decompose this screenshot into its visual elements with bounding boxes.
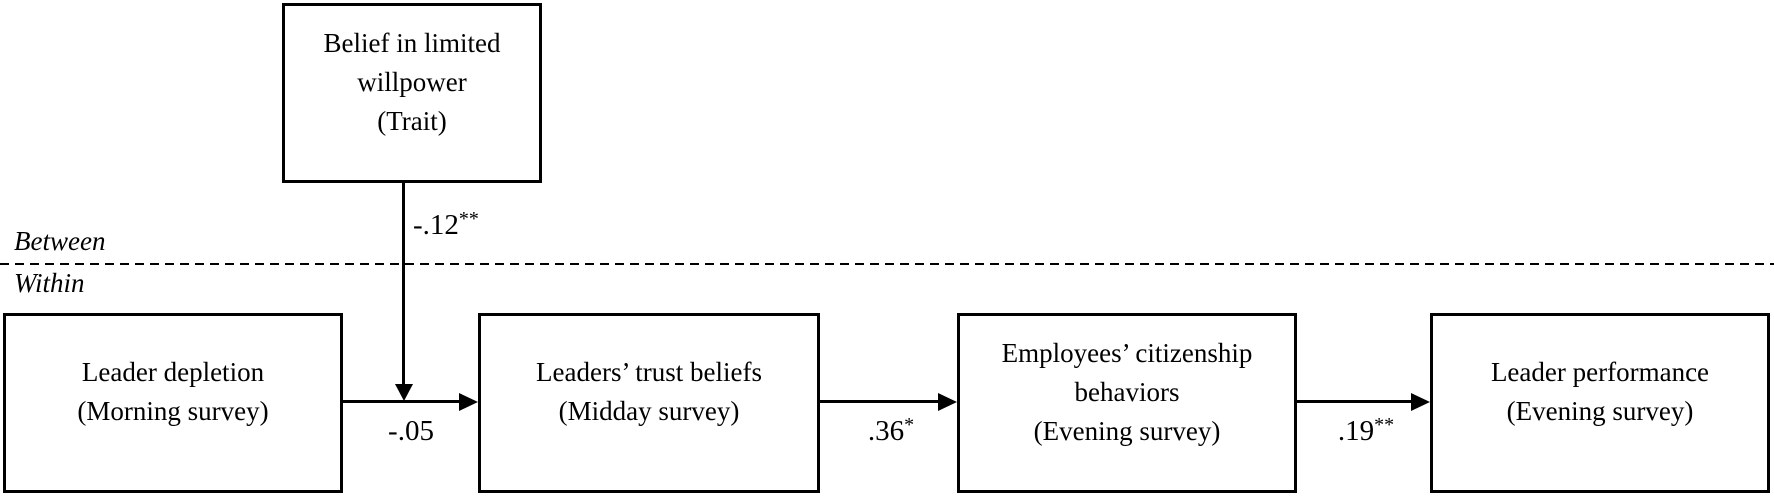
mediator2-box-label-line3: (Evening survey)	[1033, 415, 1221, 446]
path1-arrow-line	[343, 400, 461, 403]
moderation-significance-stars: **	[458, 208, 479, 230]
path3-arrow-line	[1297, 400, 1413, 403]
moderation-arrow-line	[402, 183, 405, 384]
path3-coefficient-label: .19**	[1337, 414, 1395, 447]
outcome-box-label-line1: Leader performance	[1490, 357, 1710, 387]
mediator-box-employees-citizenship-behaviors: Employees’ citizenship behaviors (Evenin…	[957, 313, 1297, 493]
mediator1-box-label-line1: Leaders’ trust beliefs	[536, 357, 762, 387]
moderation-coefficient-label: -.12**	[413, 208, 479, 241]
predictor-box-leader-depletion: Leader depletion (Morning survey)	[3, 313, 343, 493]
moderation-coefficient-value: -.12	[413, 209, 459, 241]
mediator2-box-label-line1: Employees’ citizenship	[1001, 337, 1253, 368]
path2-coefficient-label: .36*	[867, 414, 915, 447]
mediator1-box-label-line2: (Midday survey)	[558, 396, 740, 426]
path1-coefficient-label: -.05	[388, 417, 434, 446]
mediator-box-leaders-trust-beliefs: Leaders’ trust beliefs (Midday survey)	[478, 313, 820, 493]
path3-significance-stars: **	[1374, 414, 1395, 436]
path2-significance-stars: *	[904, 414, 915, 436]
path2-arrow-line	[820, 400, 940, 403]
path1-coefficient-value: -.05	[388, 415, 434, 447]
between-level-label: Between	[14, 226, 106, 256]
between-within-divider-line	[0, 263, 1774, 265]
outcome-box-leader-performance: Leader performance (Evening survey)	[1430, 313, 1770, 493]
mediator2-box-label-line2: behaviors	[1074, 376, 1180, 407]
moderator-box-label-line2: willpower	[357, 66, 467, 97]
path1-arrowhead-right-icon	[459, 392, 478, 411]
moderator-box-label-line3: (Trait)	[377, 105, 447, 136]
moderation-arrowhead-down-icon	[394, 384, 413, 401]
within-level-label: Within	[14, 268, 85, 298]
predictor-box-label-line1: Leader depletion	[81, 357, 265, 387]
path2-arrowhead-right-icon	[938, 392, 957, 411]
path2-coefficient-value: .36	[867, 415, 905, 447]
predictor-box-label-line2: (Morning survey)	[77, 396, 269, 426]
moderator-box-belief-in-limited-willpower: Belief in limited willpower (Trait)	[282, 3, 542, 183]
moderator-box-label-line1: Belief in limited	[323, 27, 501, 58]
outcome-box-label-line2: (Evening survey)	[1506, 396, 1694, 426]
path3-coefficient-value: .19	[1337, 415, 1375, 447]
path3-arrowhead-right-icon	[1411, 392, 1430, 411]
